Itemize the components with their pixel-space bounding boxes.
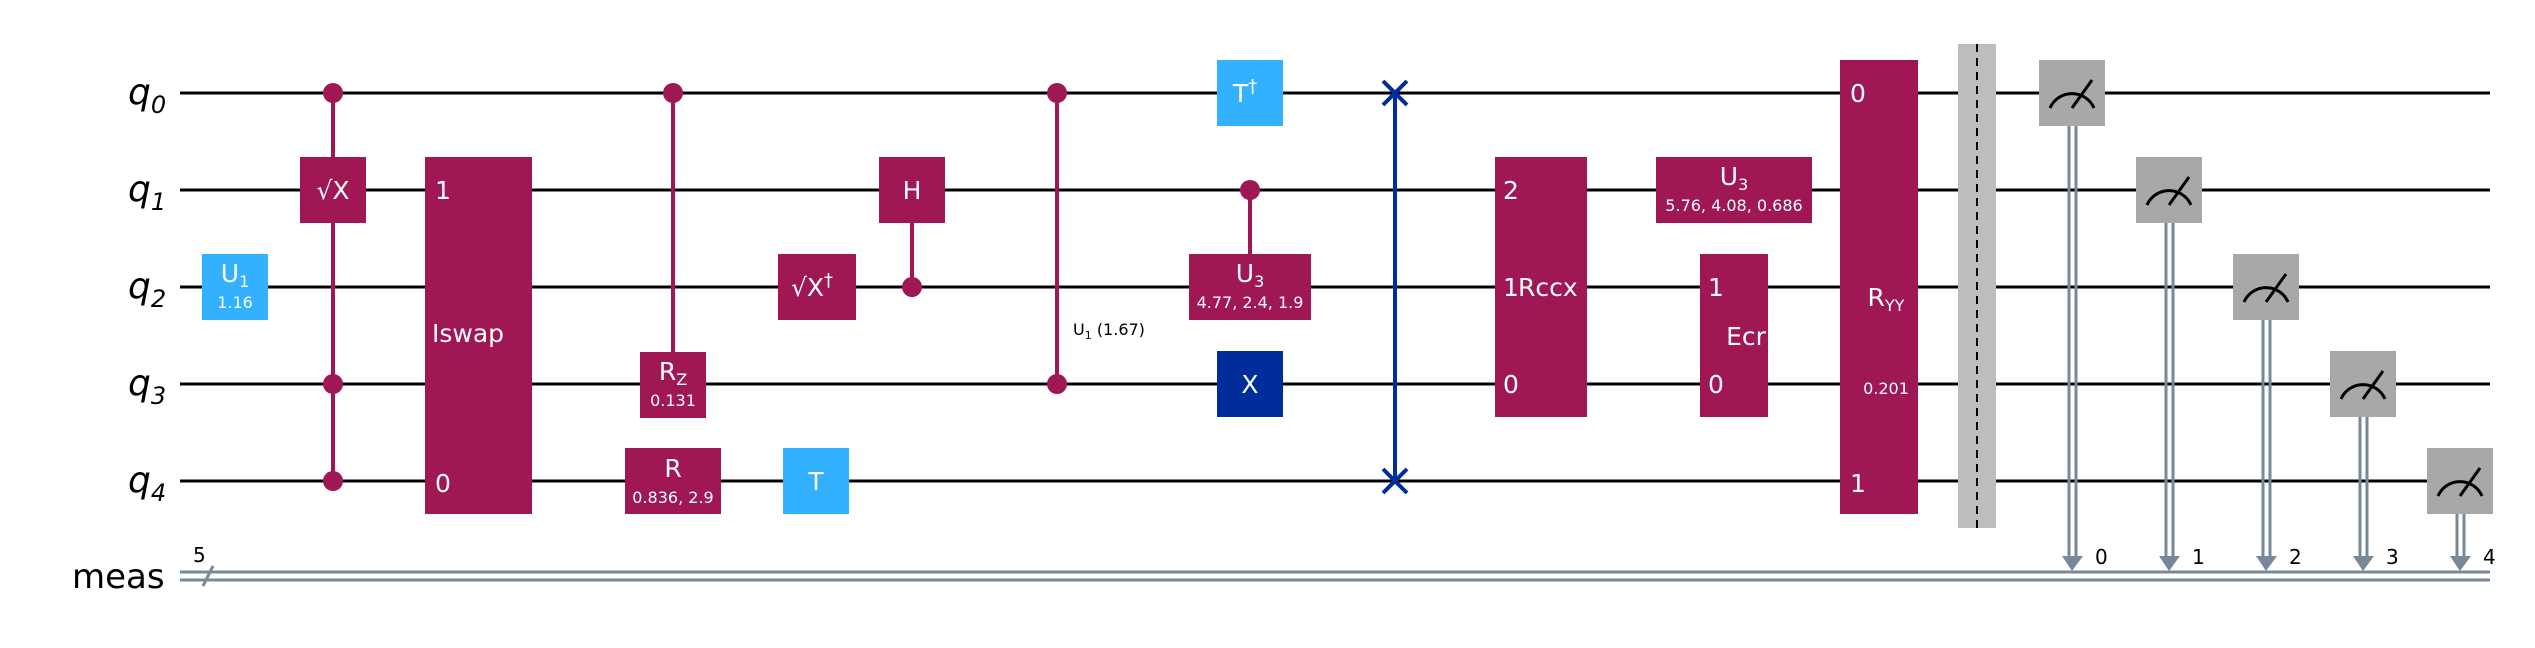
- svg-text:R: R: [664, 454, 681, 483]
- measure-q1: 1: [2136, 157, 2205, 571]
- svg-text:1: 1: [1708, 273, 1724, 302]
- svg-text:0.836, 2.9: 0.836, 2.9: [632, 488, 713, 507]
- measure-q2: 2: [2233, 254, 2302, 571]
- svg-text:1: 1: [1503, 273, 1519, 302]
- qubit-labels: q0 q1 q2 q3 q4 meas: [72, 72, 166, 597]
- meter-icon: [2436, 480, 2484, 497]
- svg-text:1: 1: [435, 176, 451, 205]
- gate-r: R 0.836, 2.9: [625, 448, 721, 514]
- control-dot: [323, 374, 343, 394]
- gate-cu1: U1 (1.67): [1047, 83, 1145, 394]
- svg-text:Rccx: Rccx: [1518, 273, 1578, 302]
- control-dot: [902, 277, 922, 297]
- measure-q4: 4: [2427, 448, 2496, 571]
- svg-text:Ecr: Ecr: [1726, 322, 1767, 351]
- svg-text:T: T: [807, 467, 824, 496]
- register-size-slash: [201, 565, 215, 587]
- meter-icon: [2242, 286, 2290, 303]
- control-dot: [1240, 180, 1260, 200]
- gate-u1: U1 1.16: [202, 254, 268, 320]
- svg-text:1.16: 1.16: [217, 293, 253, 312]
- svg-text:3: 3: [2386, 545, 2399, 569]
- svg-text:√X†: √X†: [791, 270, 833, 302]
- svg-text:1: 1: [2192, 545, 2205, 569]
- gate-swap: [1381, 79, 1409, 495]
- svg-text:4: 4: [2483, 545, 2496, 569]
- svg-text:T†: T†: [1232, 76, 1257, 108]
- meter-icon: [2339, 383, 2387, 400]
- gate-rccx: 2 1 Rccx 0: [1495, 157, 1587, 417]
- gate-t: T: [783, 448, 849, 514]
- svg-text:0: 0: [1708, 370, 1724, 399]
- gate-iswap: 1 0 Iswap: [425, 157, 532, 514]
- gate-u3: U3 5.76, 4.08, 0.686: [1656, 157, 1812, 223]
- svg-text:0: 0: [1850, 79, 1866, 108]
- svg-text:U3: U3: [1720, 162, 1749, 194]
- svg-text:RYY: RYY: [1868, 283, 1905, 315]
- barrier: [1958, 44, 1996, 528]
- gate-controlled-u3: U3 4.77, 2.4, 1.9: [1189, 180, 1311, 320]
- measure-q0: 0: [2039, 60, 2108, 571]
- svg-text:RZ: RZ: [659, 357, 687, 389]
- control-dot: [323, 471, 343, 491]
- control-dot: [1047, 374, 1067, 394]
- svg-text:U1 (1.67): U1 (1.67): [1073, 320, 1145, 342]
- gate-controlled-rz: RZ 0.131: [640, 83, 706, 418]
- svg-text:X: X: [1241, 370, 1258, 399]
- meter-icon: [2048, 92, 2096, 109]
- register-size: 5: [193, 543, 206, 567]
- svg-text:0: 0: [435, 469, 451, 498]
- svg-text:2: 2: [1503, 176, 1519, 205]
- qubit-label-q2: q2: [128, 266, 166, 313]
- svg-text:0: 0: [2095, 545, 2108, 569]
- gate-controlled-sx: √X: [300, 83, 366, 491]
- gate-ecr: 1 Ecr 0: [1700, 254, 1768, 417]
- control-dot: [323, 83, 343, 103]
- svg-text:1: 1: [1850, 469, 1866, 498]
- svg-text:4.77, 2.4, 1.9: 4.77, 2.4, 1.9: [1197, 293, 1304, 312]
- gate-controlled-h: H: [879, 157, 945, 297]
- gate-ryy: 0 RYY 0.201 1: [1840, 60, 1918, 514]
- qubit-label-q3: q3: [128, 363, 166, 410]
- measure-q3: 3: [2330, 351, 2399, 571]
- svg-text:H: H: [903, 176, 922, 205]
- meter-icon: [2145, 189, 2193, 206]
- gate-x: X: [1217, 351, 1283, 417]
- svg-text:0.201: 0.201: [1863, 379, 1909, 398]
- svg-text:0.131: 0.131: [650, 391, 696, 410]
- svg-text:U1: U1: [221, 259, 250, 291]
- svg-text:5.76, 4.08, 0.686: 5.76, 4.08, 0.686: [1665, 196, 1802, 215]
- qubit-label-q4: q4: [128, 460, 166, 507]
- svg-text:Iswap: Iswap: [432, 319, 504, 348]
- svg-text:0: 0: [1503, 370, 1519, 399]
- gate-sxdg: √X†: [778, 254, 856, 320]
- svg-text:U3: U3: [1236, 259, 1265, 291]
- classical-register-label: meas: [72, 557, 165, 597]
- svg-text:2: 2: [2289, 545, 2302, 569]
- qubit-label-q1: q1: [128, 169, 166, 216]
- control-dot: [1047, 83, 1067, 103]
- classical-wire: [180, 570, 2490, 582]
- svg-text:√X: √X: [316, 176, 349, 205]
- qubit-label-q0: q0: [128, 72, 166, 119]
- control-dot: [663, 83, 683, 103]
- gate-tdg: T†: [1217, 60, 1283, 126]
